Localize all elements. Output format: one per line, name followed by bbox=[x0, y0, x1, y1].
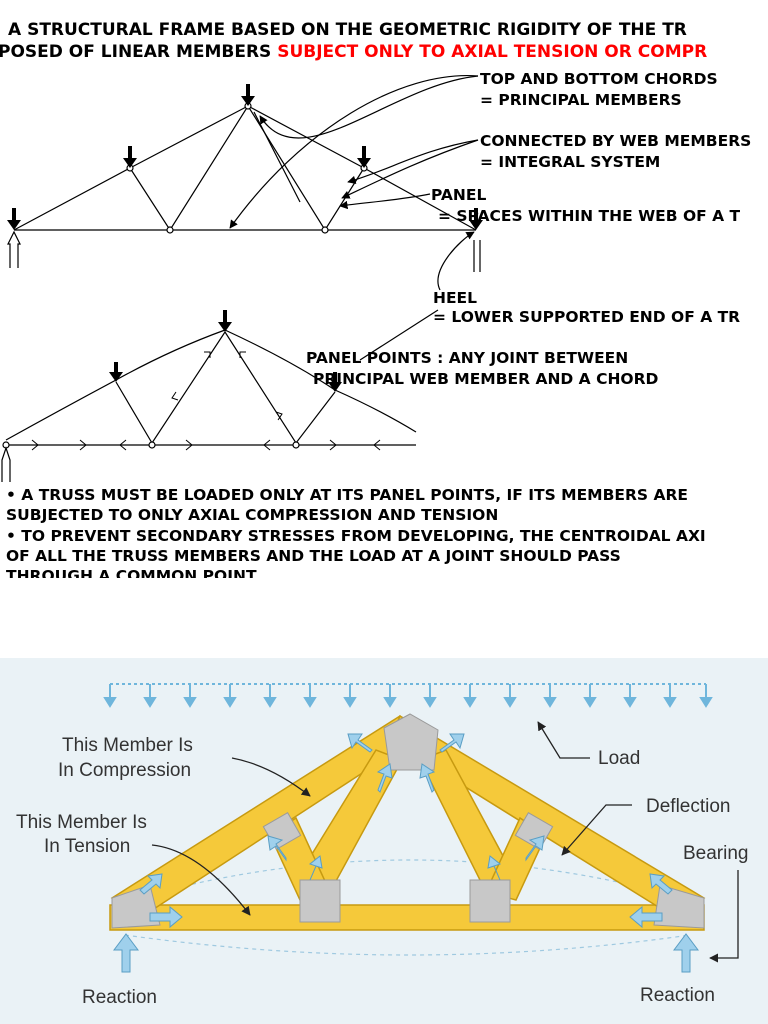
web-members-title: CONNECTED BY WEB MEMBERS bbox=[480, 132, 752, 150]
deflection-label: Deflection bbox=[646, 796, 731, 817]
member-force-ticks-2 bbox=[31, 351, 381, 451]
distributed-load-arrows bbox=[103, 683, 713, 708]
apex-plate bbox=[383, 713, 439, 771]
header-line-2: POSED OF LINEAR MEMBERS SUBJECT ONLY TO … bbox=[0, 42, 707, 62]
truss-sketches bbox=[1, 75, 483, 482]
panel-title: PANEL bbox=[431, 186, 487, 204]
force-arrows bbox=[113, 733, 699, 973]
right-heel-web-plate bbox=[469, 879, 511, 923]
chords-title: TOP AND BOTTOM CHORDS bbox=[480, 70, 718, 88]
tension-label-line-1: This Member Is bbox=[16, 812, 147, 833]
bullet-2-line-3: THROUGH A COMMON POINT bbox=[6, 567, 257, 578]
bullet-2-line-1: • TO PREVENT SECONDARY STRESSES FROM DEV… bbox=[6, 527, 706, 545]
bearing-label: Bearing bbox=[683, 843, 749, 864]
left-heel-plate bbox=[111, 884, 161, 929]
bottom-chord-timber bbox=[109, 904, 705, 931]
gusset-plates bbox=[111, 713, 705, 929]
heel-definition: = LOWER SUPPORTED END OF A TR bbox=[433, 308, 741, 326]
tension-label-line-2: In Tension bbox=[44, 836, 130, 857]
bullet-1-line-1: • A TRUSS MUST BE LOADED ONLY AT ITS PAN… bbox=[6, 486, 689, 504]
right-heel-plate bbox=[653, 884, 705, 929]
load-arrows-2 bbox=[109, 310, 342, 392]
leader-lines bbox=[229, 75, 479, 361]
web-member-double bbox=[253, 111, 301, 203]
header-line-1: A STRUCTURAL FRAME BASED ON THE GEOMETRI… bbox=[8, 20, 687, 40]
panel-points-line-1: PANEL POINTS : ANY JOINT BETWEEN bbox=[306, 349, 629, 367]
compression-label-line-2: In Compression bbox=[58, 760, 191, 781]
header-line-2-highlight: SUBJECT ONLY TO AXIAL TENSION OR COMPR bbox=[277, 42, 708, 62]
right-top-chord-timber bbox=[389, 714, 706, 919]
reaction-arrow-right bbox=[673, 933, 699, 973]
chords-definition: = PRINCIPAL MEMBERS bbox=[480, 91, 682, 109]
load-arrows-1 bbox=[7, 84, 483, 230]
deflected-shape bbox=[124, 859, 691, 956]
compression-label-line-1: This Member Is bbox=[62, 735, 193, 756]
reaction-label-left: Reaction bbox=[82, 987, 157, 1008]
load-label: Load bbox=[598, 748, 640, 769]
header-line-2-prefix: POSED OF LINEAR MEMBERS bbox=[0, 42, 278, 62]
left-heel-web-plate bbox=[299, 879, 341, 923]
bullet-2-line-2: OF ALL THE TRUSS MEMBERS AND THE LOAD AT… bbox=[6, 547, 621, 565]
reaction-label-right: Reaction bbox=[640, 985, 715, 1006]
reaction-arrow-left bbox=[113, 933, 139, 973]
bullet-1-line-2: SUBJECTED TO ONLY AXIAL COMPRESSION AND … bbox=[6, 506, 499, 524]
heel-title: HEEL bbox=[433, 289, 478, 307]
web-members-definition: = INTEGRAL SYSTEM bbox=[480, 153, 661, 171]
reaction-supports-1 bbox=[7, 230, 481, 272]
reaction-support-2 bbox=[1, 446, 11, 482]
callout-lines bbox=[151, 721, 739, 963]
panel-points-line-2: PRINCIPAL WEB MEMBER AND A CHORD bbox=[313, 370, 659, 388]
panel-definition: = SPACES WITHIN THE WEB OF A T bbox=[438, 207, 741, 225]
